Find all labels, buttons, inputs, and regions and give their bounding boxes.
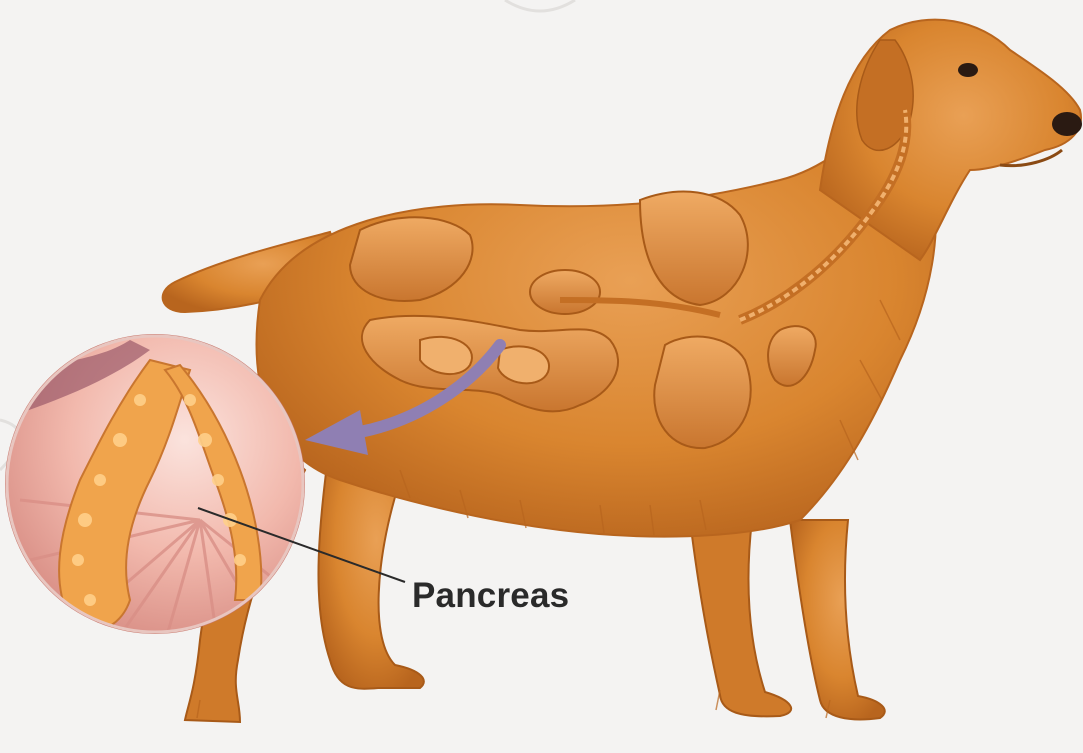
eye-icon bbox=[958, 63, 978, 77]
dog-body bbox=[163, 20, 1082, 722]
pancreas-magnifier-inset bbox=[0, 334, 305, 660]
pancreas-label: Pancreas bbox=[412, 576, 569, 616]
nose-icon bbox=[1052, 112, 1082, 136]
